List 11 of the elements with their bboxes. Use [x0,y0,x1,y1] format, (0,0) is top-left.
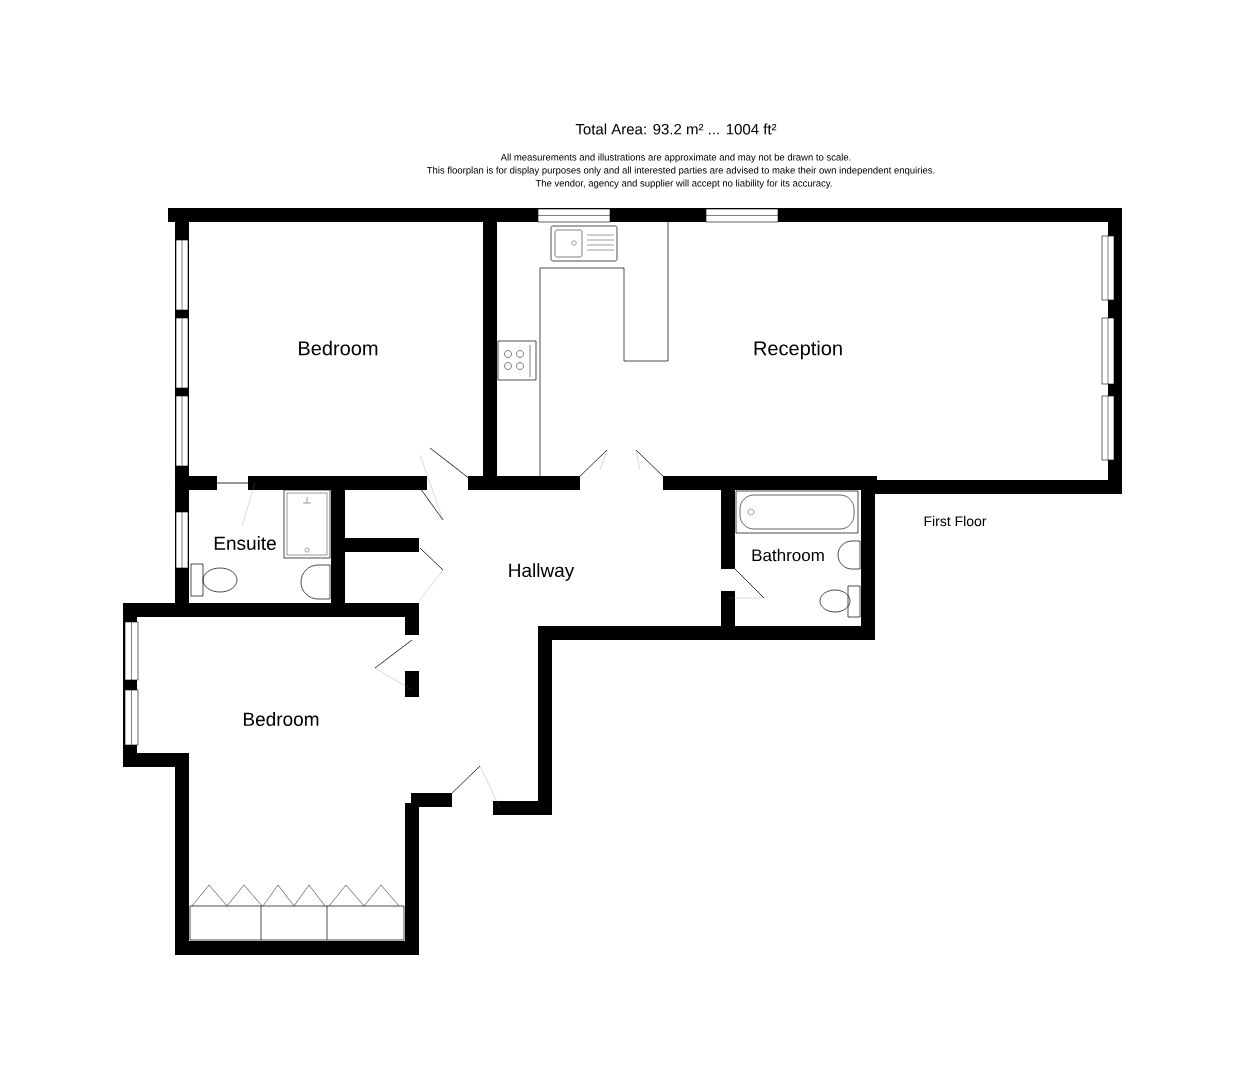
title: Total Area: 93.2 m² ... 1004 ft² [575,123,777,135]
disclaimer-text: All measurements and illustrations are approximate and may not be drawn to scale. [500,153,851,163]
room-label: Bedroom [299,340,378,356]
room-label: Hallway [509,563,575,581]
room-label: Bathroom [752,548,824,562]
room-label: Ensuite [214,536,276,550]
disclaimer-text: The vendor, agency and supplier will accept no liability for its accuracy. [535,179,832,189]
floor-label: First Floor [924,515,987,527]
disclaimer-text: This floorplan is for display purposes only and all interested parties are advised to make their own independent enquiries. [426,166,935,176]
room-label: Bedroom [244,712,319,726]
room-label: Reception [754,340,842,360]
